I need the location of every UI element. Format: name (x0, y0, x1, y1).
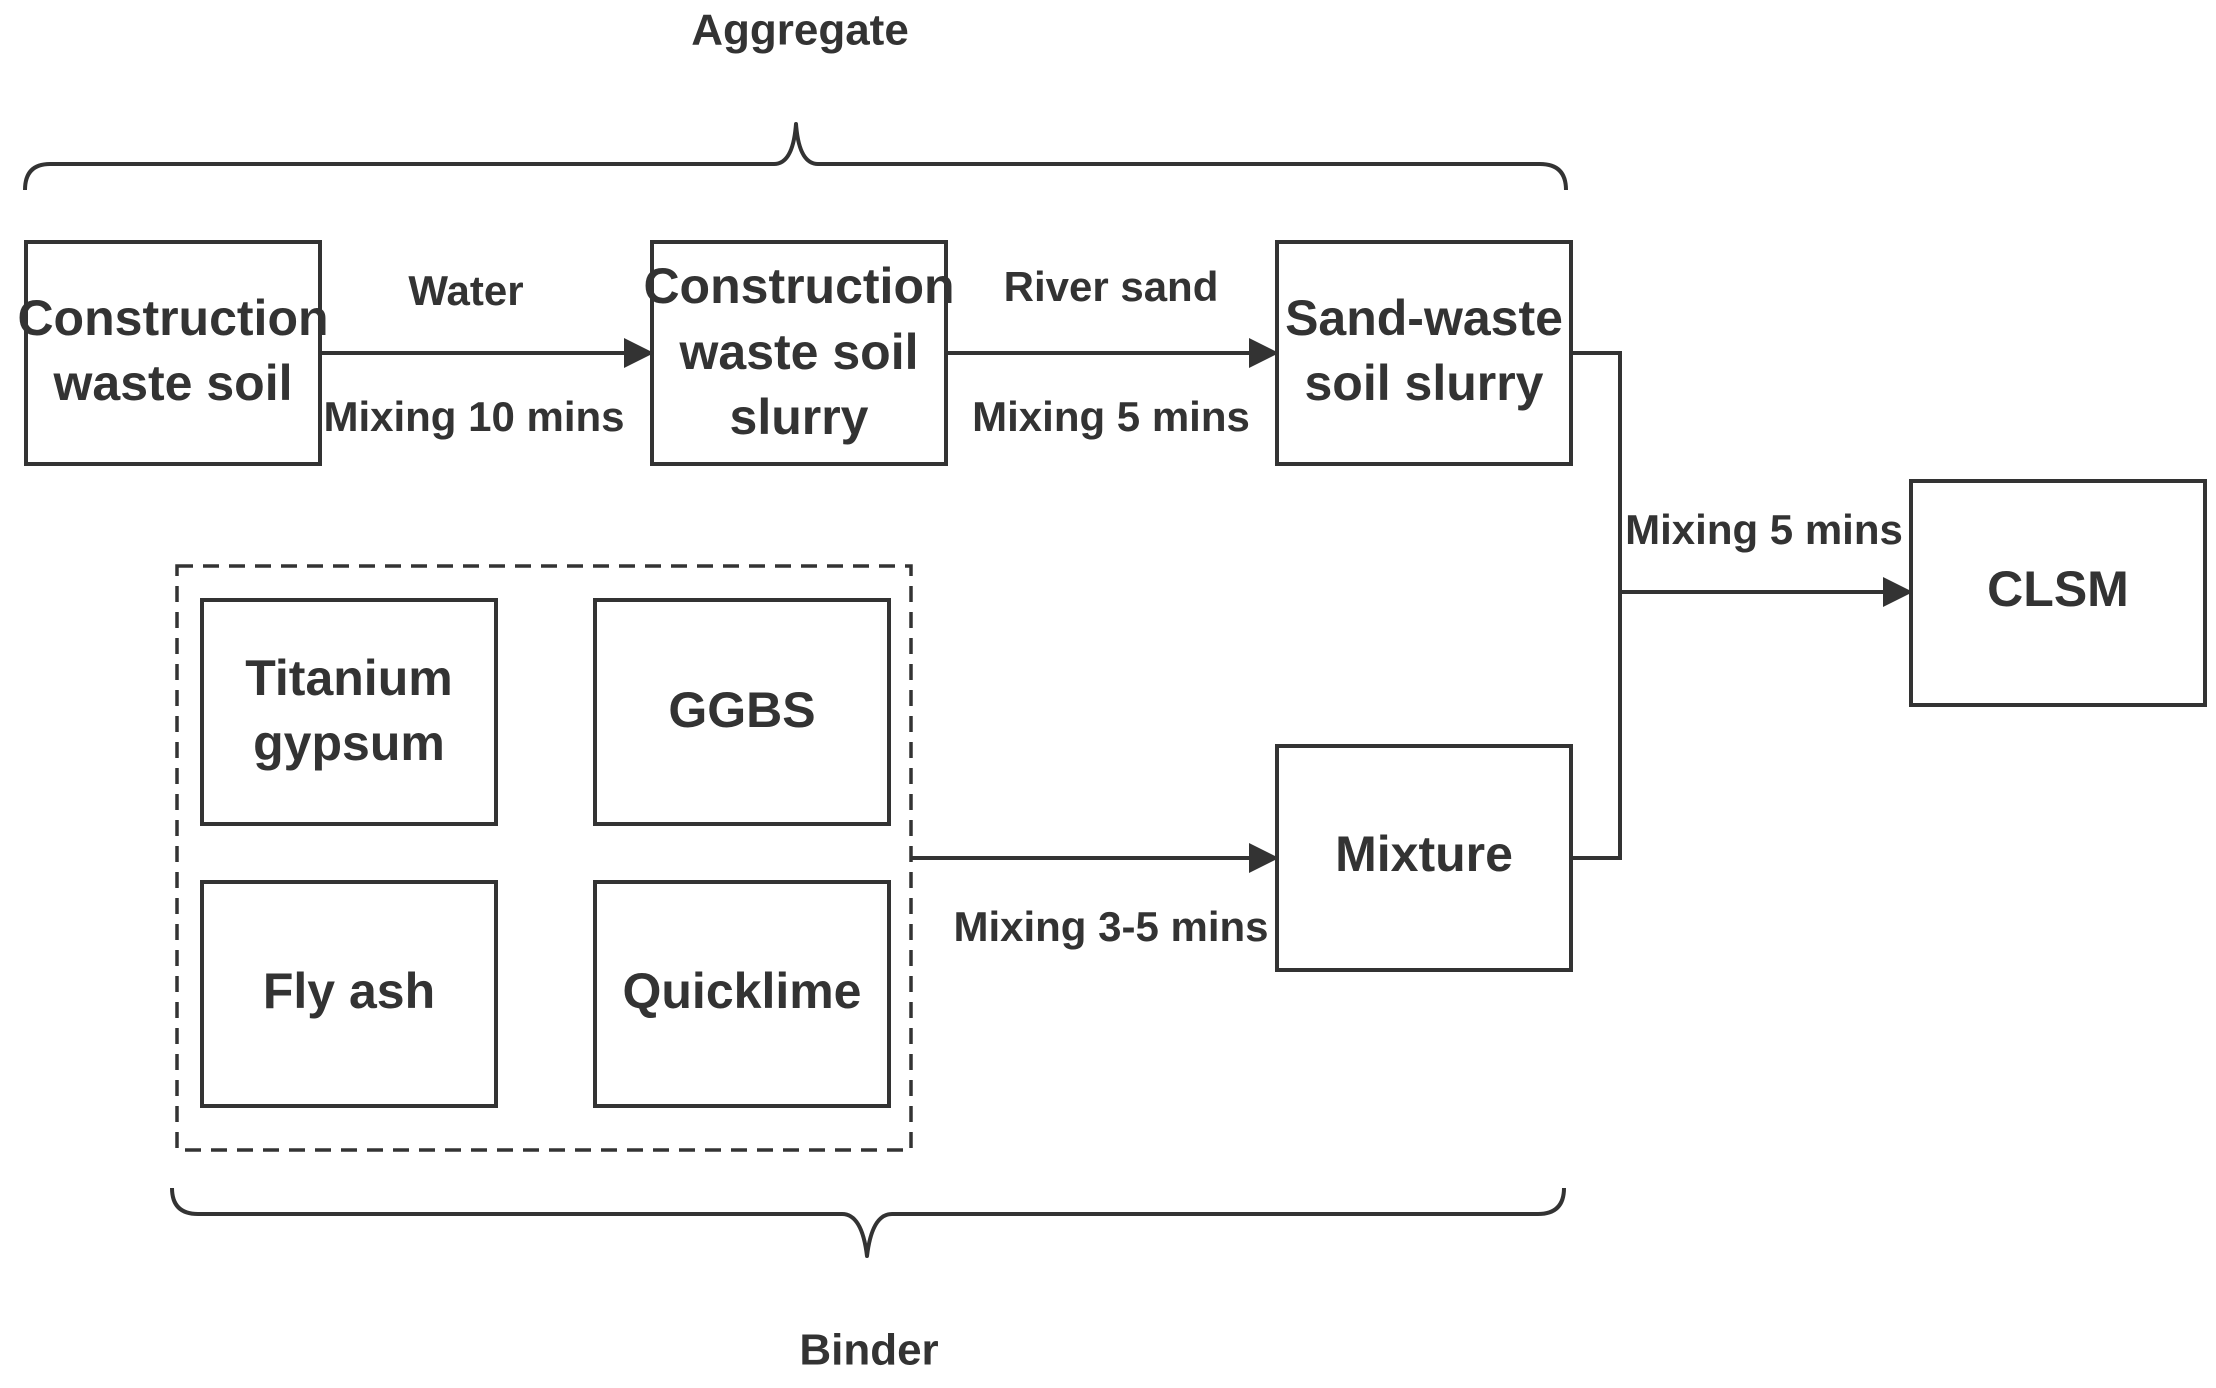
node-label-line: Mixture (1335, 826, 1513, 882)
node-label-line: Fly ash (263, 963, 435, 1019)
edge-label-water: Water (408, 267, 523, 314)
node-construction-waste-soil: Construction waste soil (17, 240, 329, 466)
node-label-line: soil slurry (1305, 355, 1544, 411)
merge-connector (1571, 351, 1622, 860)
node-label-line: Construction (643, 258, 954, 314)
node-label-line: Construction (17, 290, 328, 346)
node-construction-waste-soil-slurry: Construction waste soil slurry (643, 240, 955, 466)
node-fly-ash: Fly ash (200, 880, 498, 1108)
node-label-line: waste soil (679, 324, 919, 380)
node-label-line: waste soil (53, 355, 293, 411)
edge-label-mixing-5-top: Mixing 5 mins (972, 393, 1250, 440)
edge-label-mixing-10: Mixing 10 mins (323, 393, 624, 440)
binder-brace (170, 1187, 1566, 1258)
node-label-line: GGBS (668, 682, 815, 738)
edge-label-river-sand: River sand (1004, 263, 1219, 310)
node-mixture: Mixture (1275, 744, 1573, 972)
node-label-line: Quicklime (623, 963, 862, 1019)
node-clsm: CLSM (1909, 479, 2207, 707)
node-sand-waste-soil-slurry: Sand-waste soil slurry (1275, 240, 1573, 466)
edge-label-mixing-5-final: Mixing 5 mins (1625, 506, 1903, 553)
node-label-line: gypsum (253, 715, 445, 771)
edge-label-mixing-3-5: Mixing 3-5 mins (953, 903, 1268, 950)
node-ggbs: GGBS (593, 598, 891, 826)
binder-label: Binder (799, 1326, 938, 1375)
node-label-line: slurry (730, 389, 869, 445)
node-label-line: Titanium (245, 650, 452, 706)
node-label-line: Sand-waste (1285, 290, 1563, 346)
node-label-line: CLSM (1987, 561, 2129, 617)
aggregate-label: Aggregate (691, 6, 909, 55)
node-titanium-gypsum: Titanium gypsum (200, 598, 498, 826)
aggregate-brace (23, 122, 1568, 191)
node-quicklime: Quicklime (593, 880, 891, 1108)
